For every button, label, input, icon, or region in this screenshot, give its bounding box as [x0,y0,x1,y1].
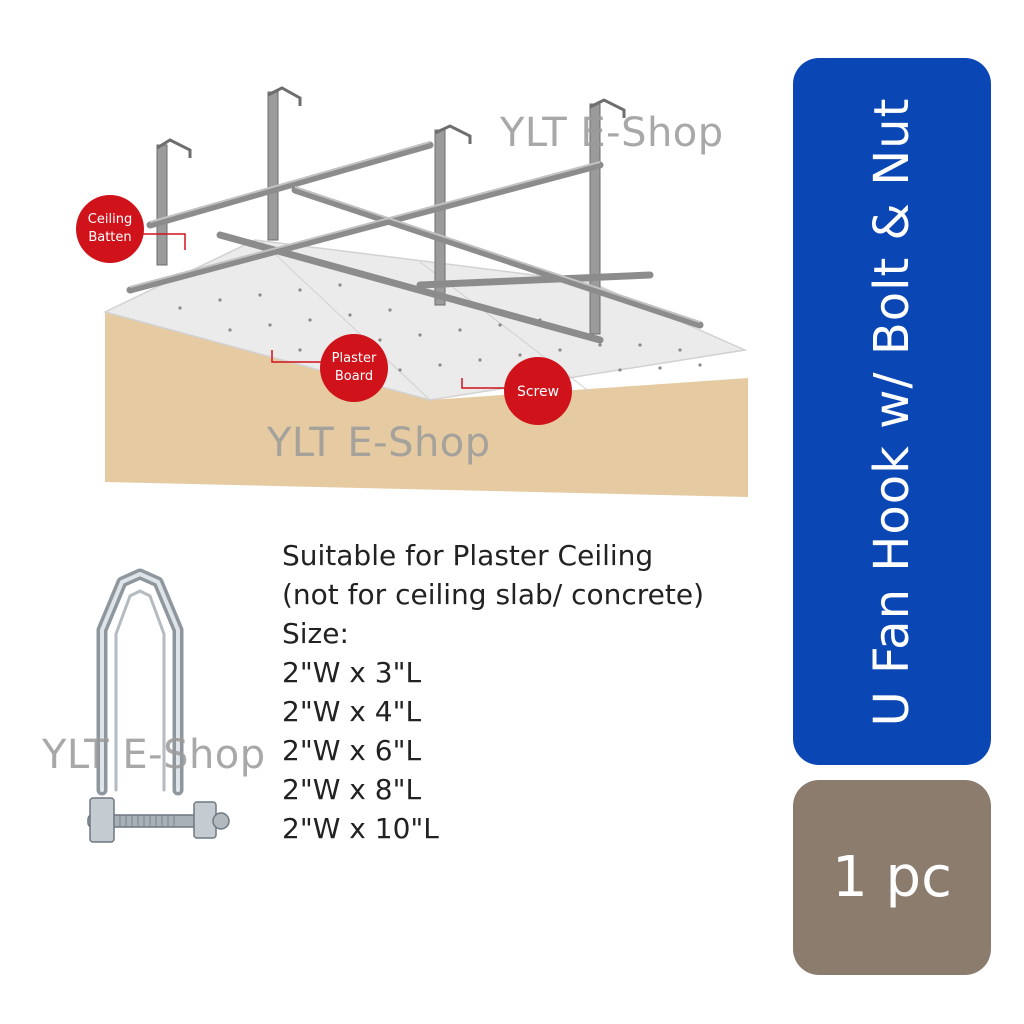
wall-panel [105,312,748,497]
size-option: 2"W x 4"L [282,695,422,728]
size-option: 2"W x 10"L [282,812,439,845]
product-specs: Suitable for Plaster Ceiling (not for ce… [282,536,782,848]
svg-text:Batten: Batten [88,230,131,245]
svg-text:Screw: Screw [517,384,559,400]
quantity-label: 1 pc [832,845,952,910]
watermark-top: YLT E-Shop [500,110,724,156]
u-fan-hook-icon [87,568,230,843]
product-title-panel: U Fan Hook w/ Bolt & Nut [793,58,991,765]
svg-text:Ceiling: Ceiling [88,212,132,227]
svg-text:Board: Board [335,369,373,384]
size-option: 2"W x 3"L [282,656,422,689]
size-option: 2"W x 8"L [282,773,422,806]
callout-ceiling-batten: Ceiling Batten [76,195,144,263]
callout-plaster-board: Plaster Board [320,334,388,402]
suitability-text: Suitable for Plaster Ceiling [282,539,654,572]
product-title: U Fan Hook w/ Bolt & Nut [864,97,920,726]
size-label: Size: [282,617,349,650]
callout-screw: Screw [504,357,572,425]
size-option: 2"W x 6"L [282,734,422,767]
watermark-middle: YLT E-Shop [267,420,491,466]
quantity-panel: 1 pc [793,780,991,975]
svg-text:Plaster: Plaster [332,351,377,366]
plaster-ceiling-illustration: Ceiling Batten Plaster Board Screw [76,86,748,497]
ceiling-battens [126,141,704,344]
watermark-bottom: YLT E-Shop [42,732,266,778]
restriction-text: (not for ceiling slab/ concrete) [282,578,705,611]
